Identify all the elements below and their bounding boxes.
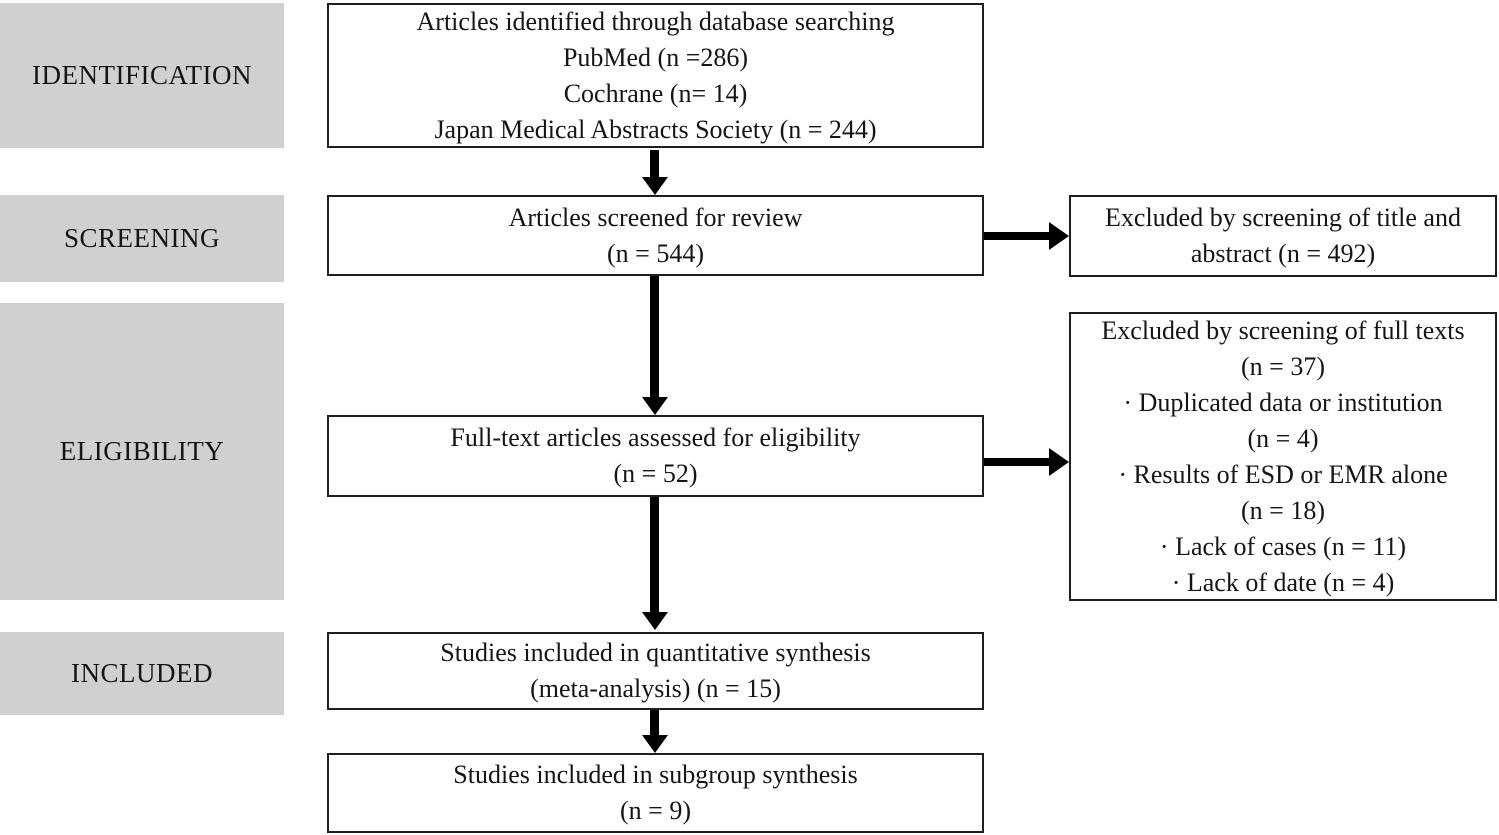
flow-box-screened: Articles screened for review (n = 544) [327, 195, 984, 276]
stage-included: INCLUDED [0, 632, 284, 715]
flow-box-subgroup-synthesis: Studies included in subgroup synthesis (… [327, 753, 984, 833]
down-arrow-icon [642, 497, 668, 630]
box-line: (n = 4) [1247, 423, 1319, 453]
box-line: Excluded by screening of title and [1105, 203, 1461, 232]
arrow-head [1049, 222, 1069, 250]
flow-box-identified: Articles identified through database sea… [327, 3, 984, 148]
box-line: Studies included in subgroup synthesis [453, 760, 858, 789]
flow-box-fulltext-assessed: Full-text articles assessed for eligibil… [327, 415, 984, 497]
box-line: Excluded by screening of full texts [1101, 315, 1465, 345]
box-line: (n = 9) [620, 796, 691, 825]
box-line: · Lack of cases (n = 11) [1159, 531, 1407, 561]
box-line: Articles identified through database sea… [416, 6, 895, 36]
box-line: · Results of ESD or EMR alone [1118, 459, 1448, 489]
stage-identification: IDENTIFICATION [0, 3, 284, 148]
stage-label: SCREENING [63, 223, 220, 253]
arrow-shaft [650, 497, 659, 613]
down-arrow-icon [642, 710, 668, 753]
box-line: (n = 18) [1241, 495, 1325, 525]
box-line: · Duplicated data or institution [1123, 387, 1443, 417]
stage-screening: SCREENING [0, 195, 284, 282]
stage-label: ELIGIBILITY [59, 436, 225, 466]
arrow-head [1049, 448, 1069, 476]
arrow-shaft [984, 458, 1051, 466]
stage-eligibility: ELIGIBILITY [0, 303, 284, 600]
arrow-shaft [650, 276, 659, 398]
box-line: abstract (n = 492) [1190, 239, 1376, 268]
box-line: Articles screened for review [508, 202, 803, 232]
down-arrow-icon [642, 150, 668, 195]
exclusion-box-title-abstract: Excluded by screening of title and abstr… [1069, 195, 1497, 277]
box-line: (n = 37) [1241, 351, 1325, 381]
arrow-head [642, 735, 668, 753]
box-line: (meta-analysis) (n = 15) [530, 674, 781, 703]
arrow-shaft [650, 710, 659, 736]
box-line: Cochrane (n= 14) [563, 78, 748, 108]
arrow-shaft [984, 232, 1051, 240]
flow-box-quantitative-synthesis: Studies included in quantitative synthes… [327, 632, 984, 710]
stage-label: IDENTIFICATION [32, 60, 252, 90]
box-line: Studies included in quantitative synthes… [440, 638, 871, 667]
box-line: · Lack of date (n = 4) [1171, 567, 1395, 597]
right-arrow-icon [984, 222, 1069, 250]
right-arrow-icon [984, 448, 1069, 476]
arrow-head [642, 612, 668, 630]
arrow-shaft [650, 150, 659, 178]
exclusion-box-fulltext: Excluded by screening of full texts (n =… [1069, 312, 1497, 601]
box-line: (n = 544) [607, 238, 704, 268]
stage-label: INCLUDED [71, 658, 213, 688]
box-line: (n = 52) [613, 459, 698, 488]
arrow-head [642, 397, 668, 415]
arrow-head [642, 177, 668, 195]
down-arrow-icon [642, 276, 668, 415]
box-line: PubMed (n =286) [562, 42, 749, 72]
box-line: Full-text articles assessed for eligibil… [450, 423, 861, 452]
box-line: Japan Medical Abstracts Society (n = 244… [434, 114, 877, 144]
